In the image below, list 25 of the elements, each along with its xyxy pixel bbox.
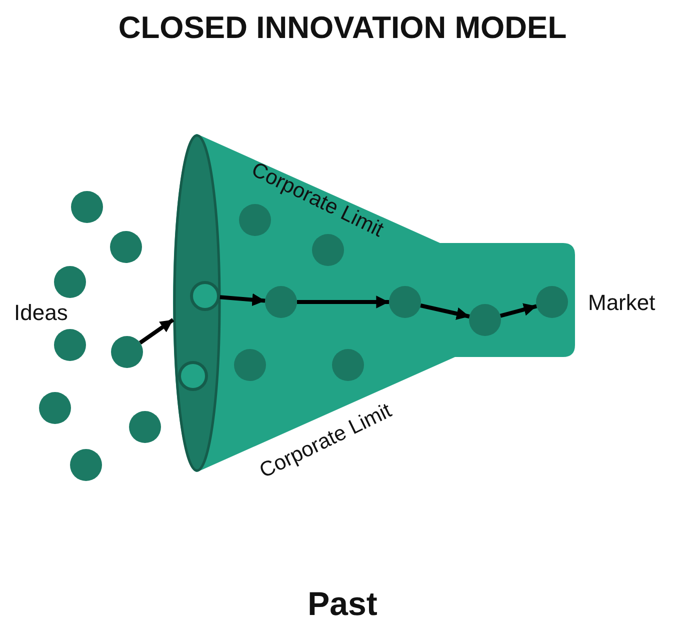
idea-dot <box>389 286 421 318</box>
input-label: Ideas <box>14 300 68 326</box>
funnel-mouth-ellipse <box>173 134 221 472</box>
idea-dot <box>234 349 266 381</box>
idea-dot <box>265 286 297 318</box>
arrow <box>420 304 470 320</box>
caption: Past <box>306 585 378 623</box>
idea-dot <box>469 304 501 336</box>
arrow <box>297 296 389 308</box>
arrow <box>138 318 174 344</box>
idea-dot <box>39 392 71 424</box>
arrow <box>500 303 538 318</box>
idea-dot <box>110 231 142 263</box>
funnel-shape <box>173 133 577 475</box>
idea-dot <box>71 191 103 223</box>
idea-dot <box>111 336 143 368</box>
idea-dot <box>54 329 86 361</box>
idea-dot <box>70 449 102 481</box>
idea-dot <box>536 286 568 318</box>
idea-dot <box>332 349 364 381</box>
title: CLOSED INNOVATION MODEL <box>117 10 568 46</box>
output-label: Market <box>588 290 656 316</box>
arrow <box>220 293 266 306</box>
idea-dot <box>54 266 86 298</box>
idea-dot <box>129 411 161 443</box>
